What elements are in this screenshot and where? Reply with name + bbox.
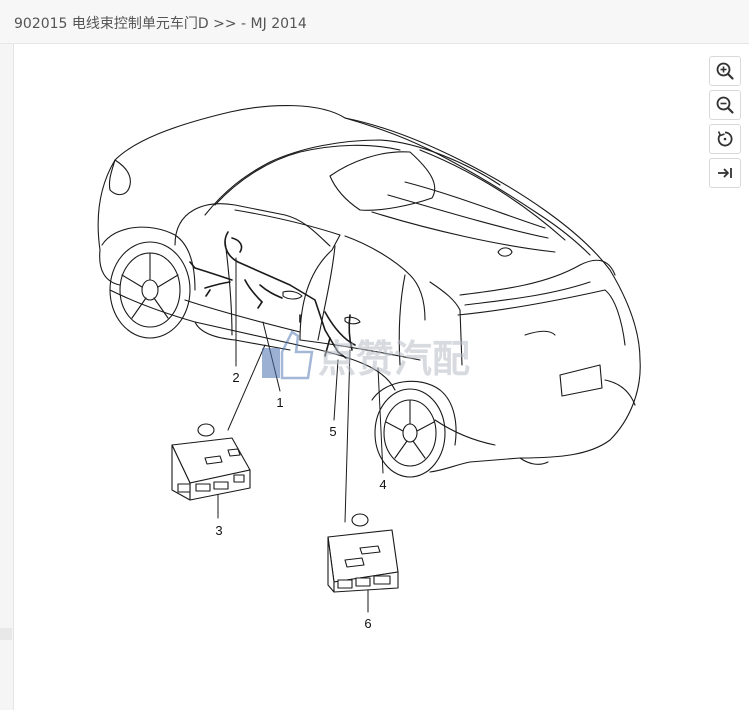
zoom-in-icon <box>716 62 734 80</box>
rear-wheel <box>371 380 457 478</box>
panel-handle[interactable] <box>0 628 12 640</box>
page-title: 902015 电线束控制单元车门D >> - MJ 2014 <box>14 16 307 32</box>
car-outline <box>97 104 641 473</box>
rotate-button[interactable] <box>709 124 741 154</box>
callout-3: 3 <box>215 523 222 538</box>
front-wheel <box>101 226 196 339</box>
wiring-harness <box>189 231 356 359</box>
control-unit-6 <box>327 513 399 593</box>
watermark-text: 点赞汽配 <box>318 337 470 381</box>
arrow-to-right-icon <box>718 168 732 178</box>
callout-4: 4 <box>379 477 386 492</box>
zoom-out-icon <box>716 96 734 114</box>
diagram-viewer[interactable]: 点赞汽配 1 2 3 4 5 6 <box>14 45 749 710</box>
watermark-logo: 点赞汽配 <box>262 330 470 381</box>
zoom-in-button[interactable] <box>709 56 741 86</box>
parts-diagram: 点赞汽配 1 2 3 4 5 6 <box>97 104 641 631</box>
callout-5: 5 <box>329 424 336 439</box>
callout-1: 1 <box>276 395 283 410</box>
left-panel-edge[interactable] <box>0 44 14 710</box>
collapse-panel-button[interactable] <box>709 158 741 188</box>
control-unit-3 <box>171 423 251 501</box>
callout-2: 2 <box>232 370 239 385</box>
zoom-out-button[interactable] <box>709 90 741 120</box>
rotate-icon <box>717 131 733 147</box>
title-bar: 902015 电线束控制单元车门D >> - MJ 2014 <box>0 0 749 44</box>
callout-6: 6 <box>364 616 371 631</box>
